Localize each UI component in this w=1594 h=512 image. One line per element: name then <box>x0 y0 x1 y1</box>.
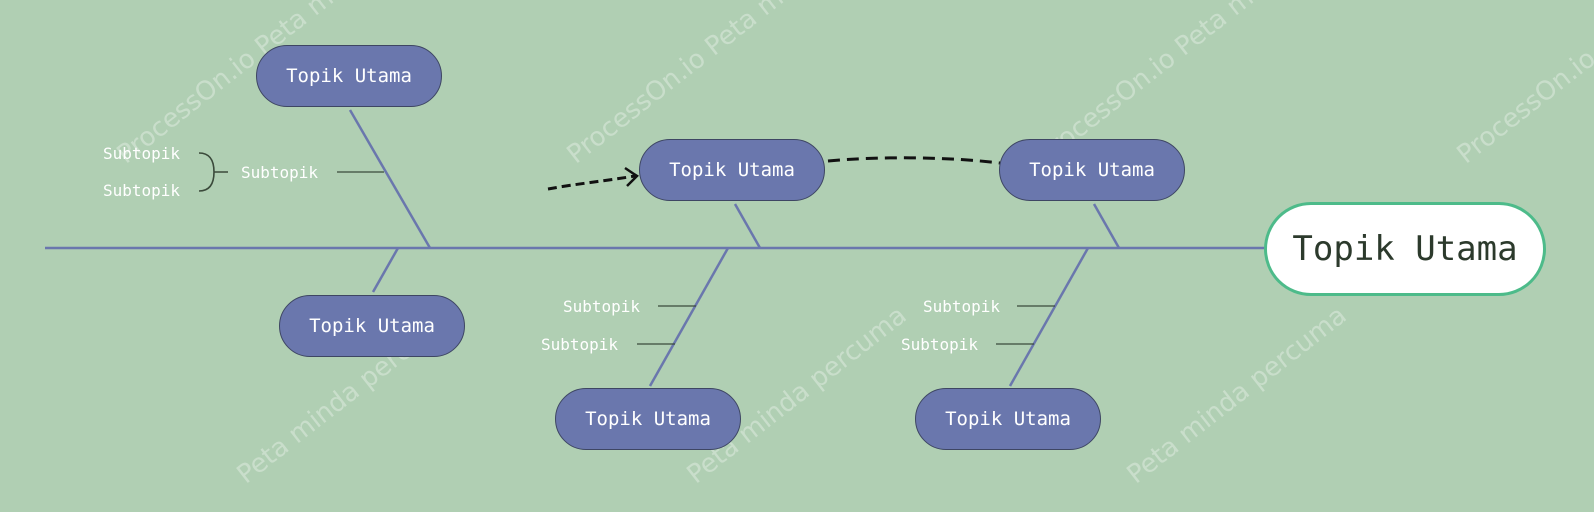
topic-node[interactable]: Topik Utama <box>555 388 741 450</box>
subtopic-brace <box>198 152 228 192</box>
topic-node[interactable]: Topik Utama <box>256 45 442 107</box>
dashed-relation <box>827 156 1001 165</box>
topic-node[interactable]: Topik Utama <box>915 388 1101 450</box>
subtopic-label[interactable]: Subtopik <box>103 181 181 200</box>
bone-line <box>648 247 730 387</box>
topic-node[interactable]: Topik Utama <box>639 139 825 201</box>
dashed-arrow <box>547 174 636 191</box>
bone-line <box>733 203 762 249</box>
subtopic-label[interactable]: Subtopik <box>901 335 979 354</box>
arrow-head-icon <box>624 166 639 187</box>
topic-node[interactable]: Topik Utama <box>279 295 465 357</box>
bone-line <box>1008 247 1090 387</box>
bone-line <box>371 247 400 293</box>
subtopic-label[interactable]: Subtopik <box>241 163 319 182</box>
bone-line <box>348 109 432 249</box>
subtopic-label[interactable]: Subtopik <box>103 144 181 163</box>
subtopic-label[interactable]: Subtopik <box>563 297 641 316</box>
subtopic-label[interactable]: Subtopik <box>923 297 1001 316</box>
main-topic[interactable]: Topik Utama <box>1264 202 1546 296</box>
bone-line <box>1092 203 1121 249</box>
topic-node[interactable]: Topik Utama <box>999 139 1185 201</box>
subtopic-label[interactable]: Subtopik <box>541 335 619 354</box>
